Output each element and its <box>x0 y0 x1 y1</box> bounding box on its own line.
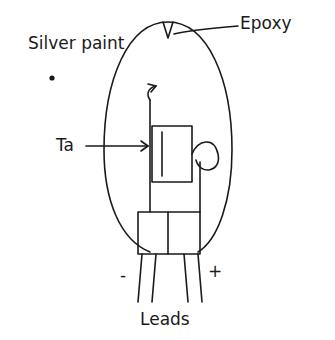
part-label: Epoxy <box>240 14 292 33</box>
pellet-inner-line <box>161 132 163 176</box>
anode-connection <box>199 162 201 212</box>
tantalum-pellet <box>152 126 192 182</box>
negative-lead <box>138 254 156 302</box>
terminal-block <box>138 212 200 254</box>
part-label: Silver paint <box>28 34 125 53</box>
part-label: Leads <box>140 310 190 329</box>
terminal-split <box>167 212 169 254</box>
positive-lead <box>184 254 202 302</box>
anode-wire <box>192 142 218 170</box>
epoxy-leader <box>174 26 238 34</box>
ta-leader <box>86 145 148 147</box>
silver-paint-arrowhead <box>148 84 156 92</box>
ta-arrowhead <box>141 141 148 151</box>
epoxy-notch <box>163 22 173 38</box>
polarity-sign: + <box>208 262 222 281</box>
part-label: Ta <box>56 136 74 155</box>
silver-paint-layer <box>149 100 151 212</box>
polarity-sign: - <box>120 266 126 285</box>
leader-dot <box>50 76 54 80</box>
